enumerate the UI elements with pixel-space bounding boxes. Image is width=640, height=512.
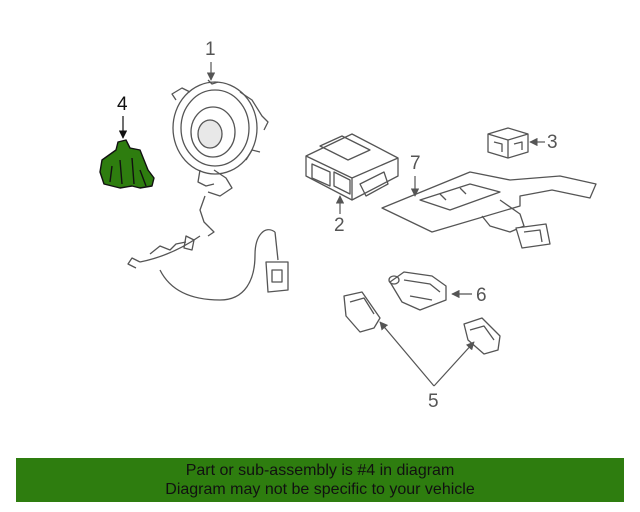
part-2-control-module [305, 133, 399, 201]
callout-2: 2 [334, 215, 345, 236]
callout-7: 7 [410, 153, 421, 174]
banner-line-part: Part or sub-assembly is #4 in diagram [185, 462, 455, 479]
part-1-clock-spring [127, 79, 289, 301]
banner-line-disclaimer: Diagram may not be specific to your vehi… [165, 481, 475, 498]
info-banner: Part or sub-assembly is #4 in diagram Di… [16, 458, 624, 502]
part-5-sensor-left [343, 291, 381, 333]
part-6-sensor [388, 271, 447, 311]
callout-3: 3 [547, 132, 558, 153]
callout-6: 6 [476, 285, 487, 306]
part-3-connector [487, 127, 529, 159]
part-4-sensor [99, 139, 155, 189]
part-5-sensor-right [463, 317, 501, 355]
part-7-bracket [381, 171, 597, 249]
parts-diagram [99, 62, 597, 387]
leader-lines [206, 62, 545, 387]
callout-4: 4 [117, 94, 128, 115]
callout-5: 5 [428, 391, 439, 412]
callout-1: 1 [205, 39, 216, 60]
